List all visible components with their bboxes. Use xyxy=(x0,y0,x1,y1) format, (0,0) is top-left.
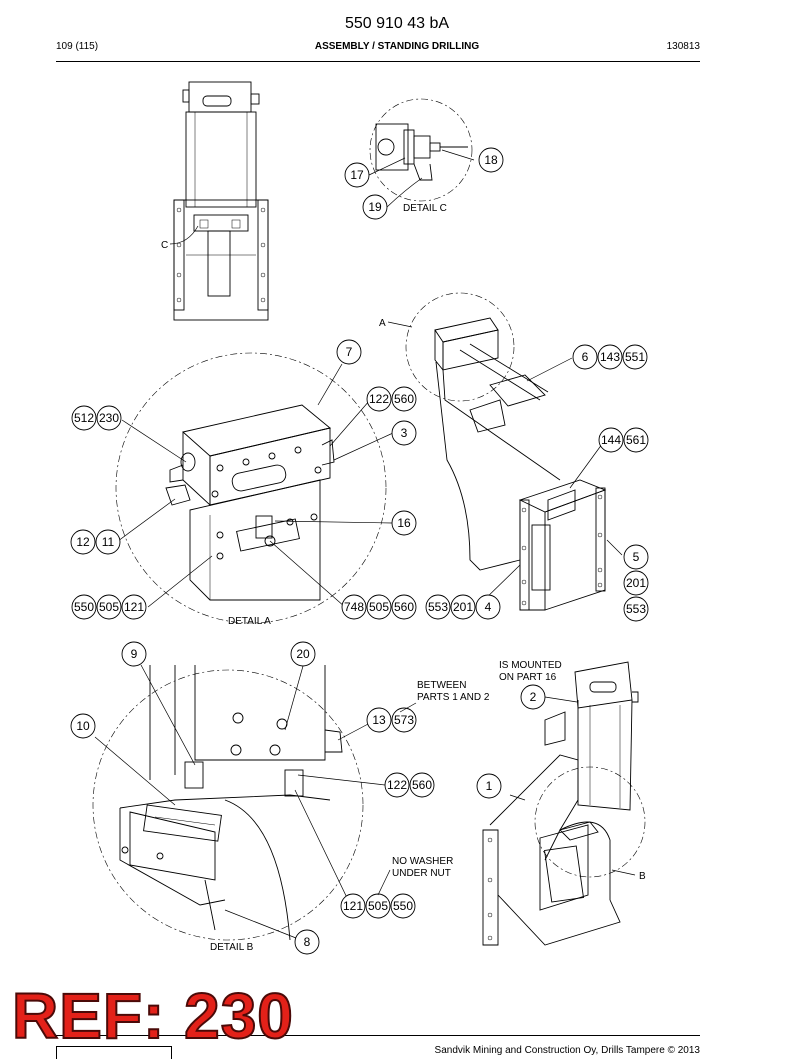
balloon-12: 12 xyxy=(76,535,90,549)
balloon-4: 4 xyxy=(485,600,492,614)
header-rule xyxy=(56,61,700,62)
detail-a-title: DETAIL A xyxy=(228,616,271,627)
balloon-143: 143 xyxy=(600,350,620,364)
balloon-7: 7 xyxy=(346,345,353,359)
detail-a-view: DETAIL A xyxy=(115,352,394,627)
balloon-505: 505 xyxy=(368,899,388,913)
detail-b-balloons: 9 20 10 13 573 122 560 121 505 550 8 xyxy=(70,641,435,955)
balloon-122: 122 xyxy=(387,778,407,792)
ref-stamp: REF: 230 xyxy=(11,980,294,1052)
footer-copyright: Sandvik Mining and Construction Oy, Dril… xyxy=(434,1045,700,1056)
note-mounted-line1: IS MOUNTED xyxy=(499,660,562,671)
balloon-10: 10 xyxy=(76,719,90,733)
balloon-201: 201 xyxy=(626,576,646,590)
note-washer-line1: NO WASHER xyxy=(392,856,453,867)
balloon-5: 5 xyxy=(633,550,640,564)
balloon-6: 6 xyxy=(582,350,589,364)
balloon-121: 121 xyxy=(343,899,363,913)
balloon-144: 144 xyxy=(601,433,621,447)
balloon-505: 505 xyxy=(99,600,119,614)
section-title: ASSEMBLY / STANDING DRILLING xyxy=(314,41,480,52)
balloon-121: 121 xyxy=(124,600,144,614)
balloon-505: 505 xyxy=(369,600,389,614)
balloon-11: 11 xyxy=(102,535,115,549)
balloon-9: 9 xyxy=(131,647,138,661)
balloon-561: 561 xyxy=(626,433,646,447)
bottom-assembly-view: B xyxy=(482,661,646,946)
balloon-551: 551 xyxy=(625,350,645,364)
date-code: 130813 xyxy=(666,41,700,52)
detail-c-title: DETAIL C xyxy=(403,203,447,214)
balloon-20: 20 xyxy=(296,647,310,661)
bottom-assembly-balloons: 2 1 xyxy=(476,684,546,799)
balloon-19: 19 xyxy=(368,200,382,214)
note-between-line2: PARTS 1 AND 2 xyxy=(417,692,490,703)
balloon-18: 18 xyxy=(484,153,498,167)
detail-c-ref: C xyxy=(161,240,168,251)
balloon-560: 560 xyxy=(412,778,432,792)
detail-a-ref: A xyxy=(379,318,386,329)
detail-b-view: DETAIL B xyxy=(92,664,386,953)
middle-assembly-view: A xyxy=(379,292,623,611)
balloon-13: 13 xyxy=(372,713,386,727)
balloon-553: 553 xyxy=(428,600,448,614)
page-number: 109 (115) xyxy=(56,41,99,52)
balloon-550: 550 xyxy=(393,899,413,913)
balloon-573: 573 xyxy=(394,713,414,727)
balloon-748: 748 xyxy=(344,600,364,614)
detail-c-view: 18 17 19 DETAIL C xyxy=(344,98,504,220)
balloon-16: 16 xyxy=(397,516,411,530)
balloon-512: 512 xyxy=(74,411,94,425)
detail-b-ref: B xyxy=(639,871,646,882)
balloon-560: 560 xyxy=(394,600,414,614)
balloon-201: 201 xyxy=(453,600,473,614)
note-between-line1: BETWEEN xyxy=(417,680,466,691)
detail-b-title: DETAIL B xyxy=(210,942,254,953)
balloon-553: 553 xyxy=(626,602,646,616)
balloon-230: 230 xyxy=(99,411,119,425)
document-number: 550 910 43 bA xyxy=(344,15,450,32)
balloon-8: 8 xyxy=(304,935,311,949)
detail-a-balloons: 7 512 230 122 560 3 16 12 11 550 505 121… xyxy=(70,339,417,620)
bottom-notes: BETWEEN PARTS 1 AND 2 NO WASHER UNDER NU… xyxy=(377,660,562,896)
balloon-17: 17 xyxy=(350,168,364,182)
balloon-2: 2 xyxy=(530,690,537,704)
balloon-560: 560 xyxy=(394,392,414,406)
balloon-550: 550 xyxy=(74,600,94,614)
top-feed-view: C xyxy=(161,81,269,321)
note-washer-line2: UNDER NUT xyxy=(392,868,451,879)
balloon-122: 122 xyxy=(369,392,389,406)
note-mounted-line2: ON PART 16 xyxy=(499,672,557,683)
footer-rule xyxy=(56,1035,700,1036)
balloon-1: 1 xyxy=(486,779,493,793)
middle-assembly-balloons: 6 143 551 144 561 5 201 553 553 201 4 xyxy=(425,344,649,622)
balloon-3: 3 xyxy=(401,426,408,440)
